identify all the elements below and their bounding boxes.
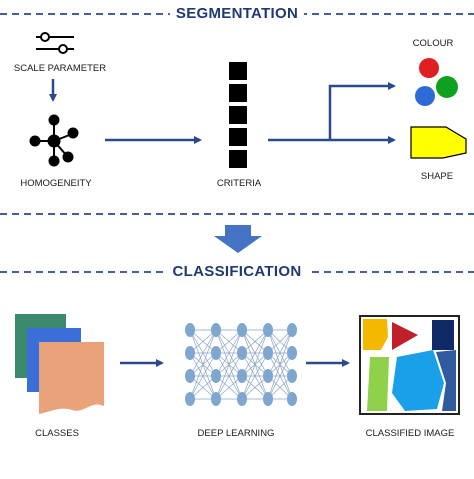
network-connection: [189, 352, 217, 400]
network-neuron: [185, 369, 195, 383]
network-connection: [241, 329, 269, 377]
network-neuron: [287, 369, 297, 383]
network-neuron: [211, 369, 221, 383]
network-neuron: [287, 346, 297, 360]
network-neuron: [185, 392, 195, 406]
network-neuron: [185, 346, 195, 360]
network-connection: [189, 329, 217, 354]
network-connection: [189, 329, 217, 377]
network-neuron: [211, 323, 221, 337]
shape-polygon-icon: [410, 126, 467, 159]
network-neuron: [263, 392, 273, 406]
network-connection: [215, 329, 243, 354]
network-connection: [267, 329, 293, 377]
large-down-arrow: [214, 225, 262, 253]
molecule-icon: [29, 114, 79, 167]
network-neuron: [263, 369, 273, 383]
network-neuron: [211, 392, 221, 406]
network-neuron: [237, 346, 247, 360]
classes-label: CLASSES: [35, 428, 79, 439]
network-neuron: [237, 323, 247, 337]
network-connection: [189, 375, 217, 400]
deep-learning-label: DEEP LEARNING: [197, 428, 275, 439]
classified-image-label: CLASSIFIED IMAGE: [365, 428, 455, 439]
network-connection: [215, 375, 243, 400]
scale-parameter-label: SCALE PARAMETER: [13, 63, 107, 74]
network-connection: [241, 375, 269, 400]
criteria-branch-arrows: [268, 82, 396, 144]
network-connection: [215, 329, 243, 400]
slider-icon: [36, 32, 74, 54]
network-neuron: [185, 323, 195, 337]
network-neuron: [237, 369, 247, 383]
colour-label: COLOUR: [412, 38, 454, 49]
segmentation-title: SEGMENTATION: [169, 5, 305, 22]
network-neuron: [211, 346, 221, 360]
network-neuron: [263, 346, 273, 360]
homogeneity-label: HOMOGENEITY: [20, 178, 92, 189]
network-neuron: [237, 392, 247, 406]
classified-image-icon: [359, 315, 460, 415]
network-connection: [241, 329, 269, 354]
criteria-label: CRITERIA: [216, 178, 262, 189]
network-connection: [267, 329, 293, 400]
colour-circles-icon: [415, 58, 458, 106]
classification-title: CLASSIFICATION: [166, 263, 308, 280]
network-neuron: [263, 323, 273, 337]
network-connection: [215, 329, 243, 377]
network-connection: [215, 352, 243, 400]
network-connection: [241, 352, 269, 400]
neural-network-icon: [185, 323, 297, 406]
network-connection: [267, 352, 293, 400]
network-neuron: [287, 323, 297, 337]
shape-label: SHAPE: [420, 171, 454, 182]
criteria-blocks-icon: [229, 62, 247, 168]
network-connection: [241, 329, 269, 400]
network-connection: [189, 329, 217, 400]
network-neuron: [287, 392, 297, 406]
classes-stack-icon: [15, 314, 104, 414]
